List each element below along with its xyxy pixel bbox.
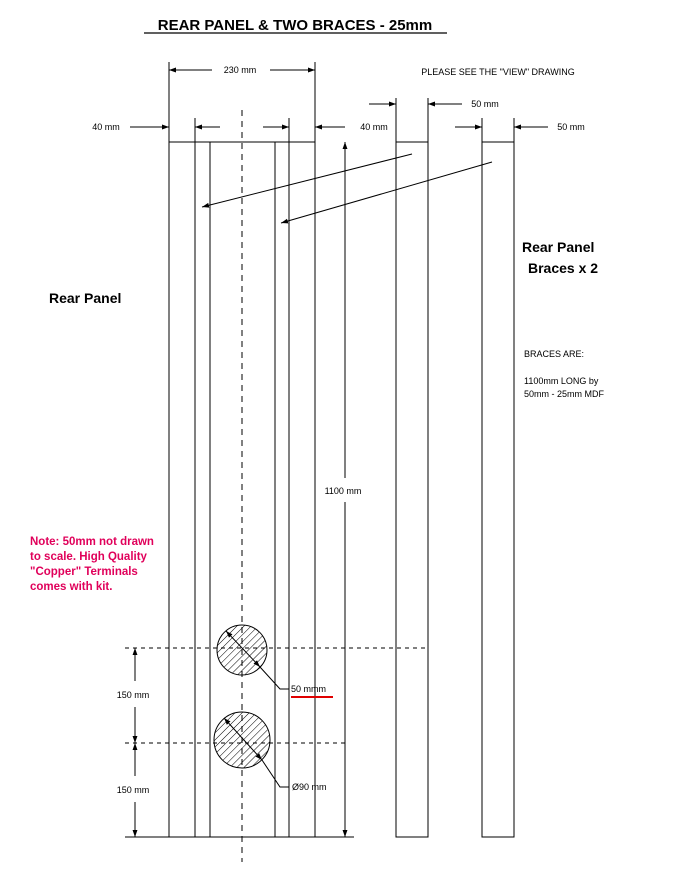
dim-brace-2-label: 50 mm: [557, 122, 585, 132]
terminal-size-label: 50 mmm: [291, 684, 326, 694]
upper-hole-diameter-arrow: [225, 630, 261, 668]
view-note: PLEASE SEE THE "VIEW" DRAWING: [421, 67, 574, 77]
dim-brace-1-label: 50 mm: [471, 99, 499, 109]
hole-diameter-leader: [261, 759, 289, 788]
brace-2: [481, 141, 515, 838]
braces-label-line1: Rear Panel: [522, 239, 594, 255]
braces-spec-line1: 1100mm LONG by: [524, 376, 599, 386]
hole-diameter-label: Ø90 mm: [292, 782, 327, 792]
braces-spec-title: BRACES ARE:: [524, 349, 584, 359]
dim-right-strip-label: 40 mm: [360, 122, 388, 132]
dim-hole-spacing: [125, 648, 169, 838]
brace-1-leader-arrow: [201, 153, 413, 208]
dim-brace-1: [369, 98, 462, 142]
terminal-size-leader: [259, 666, 289, 690]
dim-spacing-upper-label: 150 mm: [117, 690, 150, 700]
lower-hole-diameter-arrow: [223, 717, 263, 761]
dim-left-strip-label: 40 mm: [92, 122, 120, 132]
note-line-3: "Copper" Terminals: [30, 566, 138, 578]
brace-1: [395, 141, 429, 838]
note-line-4: comes with kit.: [30, 581, 112, 593]
dim-left-strip: [130, 118, 220, 142]
braces-label-line2: Braces x 2: [528, 260, 598, 276]
dim-brace-2: [455, 118, 548, 142]
brace-2-leader-arrow: [280, 161, 493, 224]
drawing-title: REAR PANEL & TWO BRACES - 25mm: [158, 17, 432, 34]
dim-height: [315, 142, 354, 838]
rear-panel-label: Rear Panel: [49, 290, 121, 306]
dim-panel-width-label: 230 mm: [224, 65, 257, 75]
braces-spec-line2: 50mm - 25mm MDF: [524, 389, 605, 399]
note-line-1: Note: 50mm not drawn: [30, 536, 154, 548]
dim-right-strip: [263, 118, 345, 142]
dim-spacing-lower-label: 150 mm: [117, 785, 150, 795]
note-line-2: to scale. High Quality: [30, 551, 148, 563]
copper-terminal-note: Note: 50mm not drawn to scale. High Qual…: [30, 536, 154, 593]
dim-height-label: 1100 mm: [325, 486, 362, 496]
upper-terminal-hole: [216, 624, 268, 676]
